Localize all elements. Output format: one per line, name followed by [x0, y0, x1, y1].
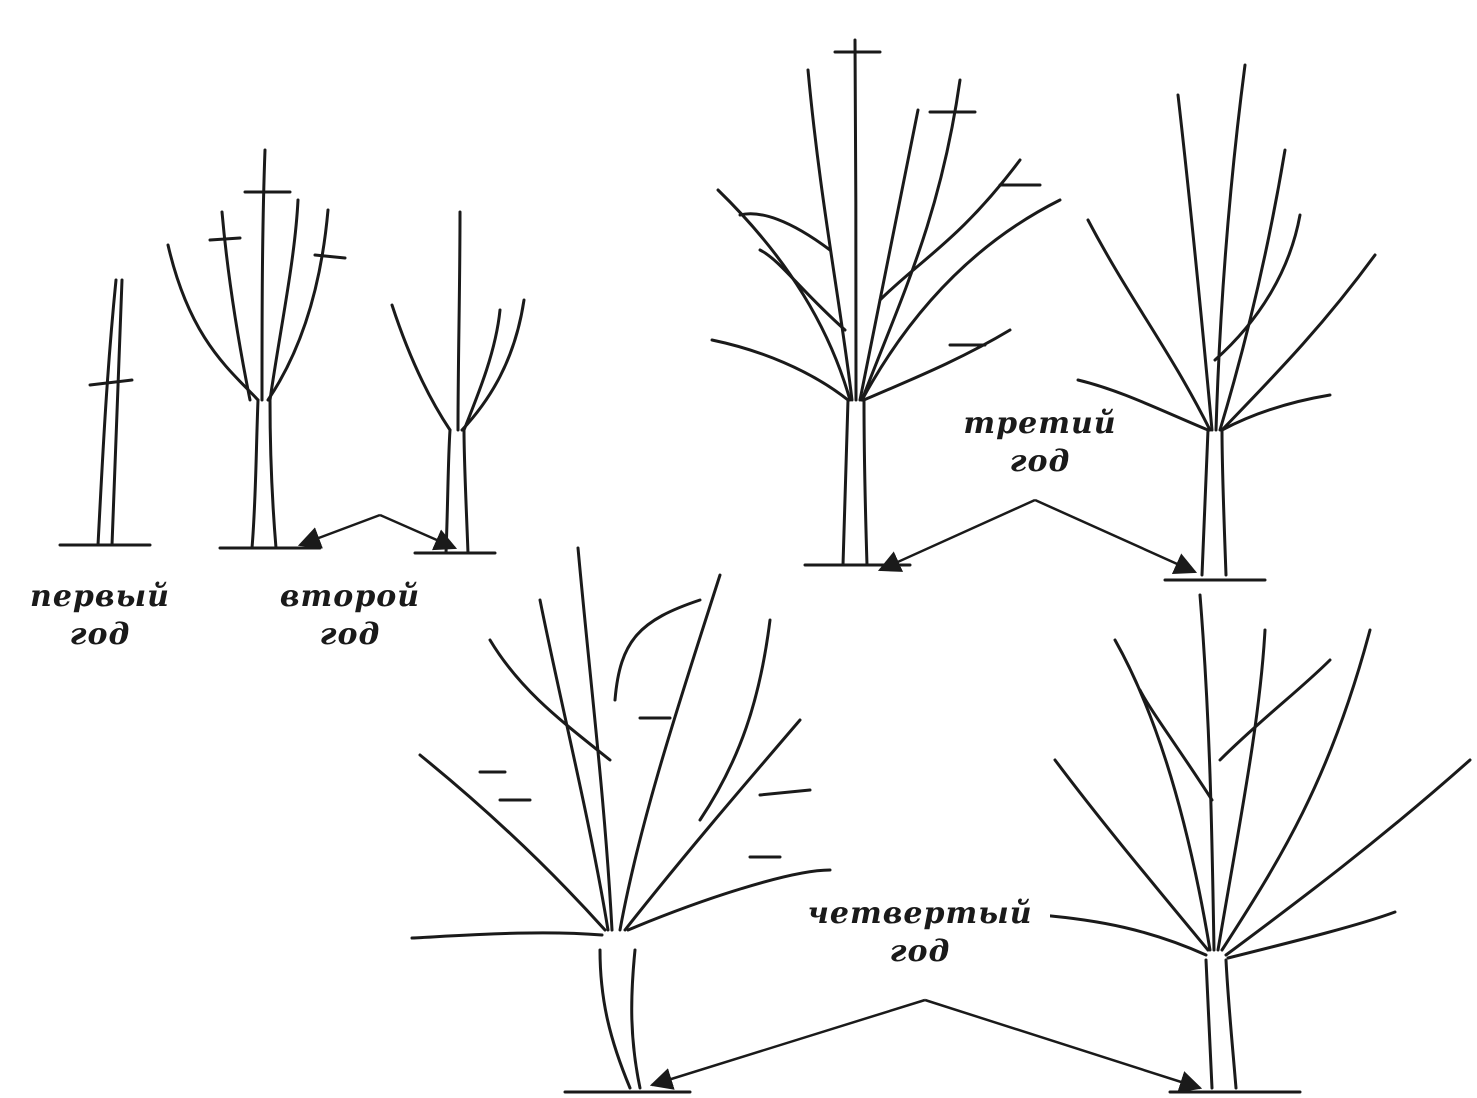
tree-fourth-year-before — [412, 548, 830, 1092]
label-third-year-line2: год — [945, 443, 1135, 481]
arrow-fourth-year-left — [652, 1000, 925, 1085]
tree-second-year-after — [392, 212, 524, 553]
label-second-year-line1: второй — [260, 578, 440, 616]
label-fourth-year-line2: год — [790, 933, 1050, 971]
tree-third-year-before — [712, 40, 1060, 565]
tree-first-year — [60, 280, 150, 545]
label-first-year: первый год — [10, 578, 190, 654]
prune-mark — [760, 790, 810, 795]
arrow-third-year-right — [1035, 500, 1195, 572]
prune-mark — [315, 255, 345, 258]
tree-second-year-before — [168, 150, 345, 548]
label-first-year-line2: год — [10, 616, 190, 654]
label-fourth-year: четвертый год — [790, 895, 1050, 971]
prune-mark — [210, 238, 240, 240]
tree-third-year-after — [1078, 65, 1375, 580]
arrow-second-year-right — [380, 515, 455, 548]
label-first-year-line1: первый — [10, 578, 190, 616]
label-fourth-year-line1: четвертый — [790, 895, 1050, 933]
arrow-fourth-year-right — [925, 1000, 1200, 1088]
arrow-second-year-left — [300, 515, 380, 545]
prune-mark — [90, 380, 132, 385]
label-second-year-line2: год — [260, 616, 440, 654]
arrow-third-year-left — [880, 500, 1035, 570]
label-third-year: третий год — [945, 405, 1135, 481]
tree-fourth-year-after — [1040, 595, 1470, 1092]
label-third-year-line1: третий — [945, 405, 1135, 443]
label-second-year: второй год — [260, 578, 440, 654]
